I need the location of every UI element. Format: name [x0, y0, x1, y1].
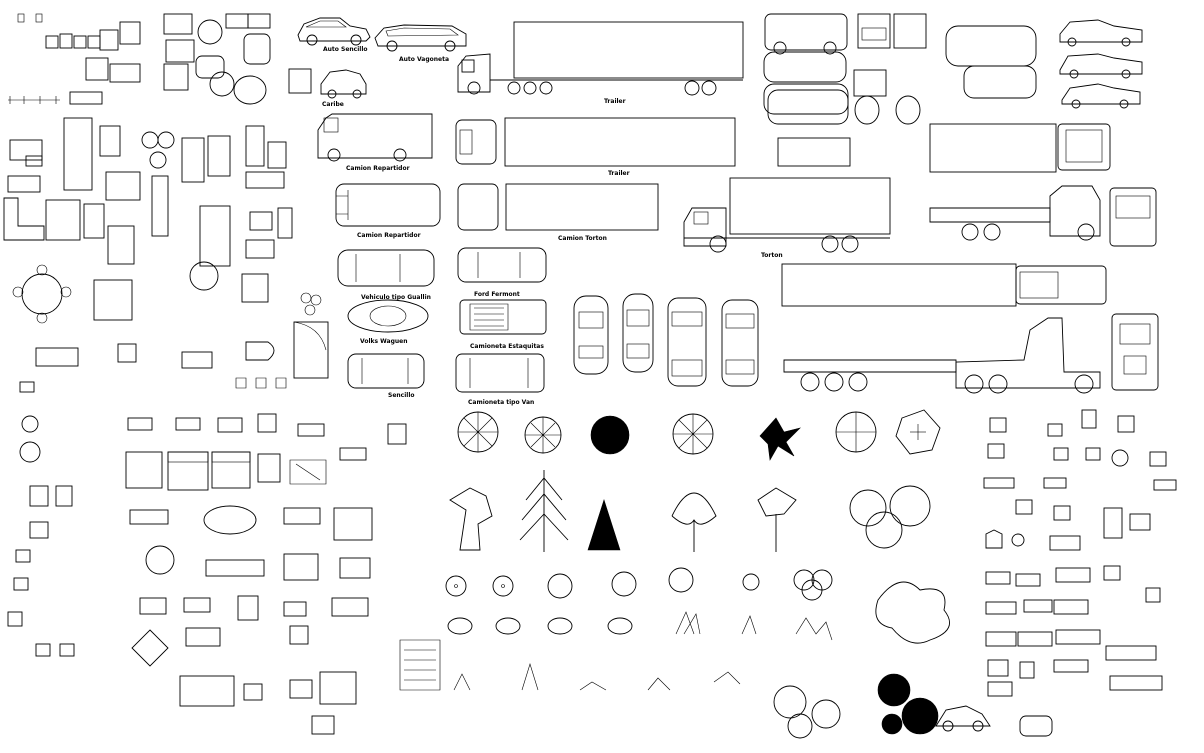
ford-fermont-label: Ford Fermont — [474, 291, 520, 298]
torton-side-block[interactable] — [683, 177, 891, 253]
right-furniture-column[interactable] — [983, 409, 1177, 697]
cars-plan-row[interactable] — [573, 293, 759, 387]
auto-sencillo-block[interactable] — [297, 17, 371, 46]
camioneta-van-block[interactable] — [455, 353, 545, 393]
vehiculo-guallin-block[interactable] — [337, 249, 435, 287]
volks-waguen-block[interactable] — [347, 299, 429, 333]
camion-torton-plan-block[interactable] — [457, 183, 659, 231]
tractor-trailer-right[interactable] — [781, 123, 1159, 394]
symbols-block[interactable] — [235, 377, 441, 691]
volks-waguen-label: Volks Waguen — [360, 338, 408, 345]
caribe-label: Caribe — [322, 101, 344, 108]
trees-plants-block[interactable] — [445, 409, 950, 739]
camioneta-van-label: Camioneta tipo Van — [468, 399, 534, 406]
auto-sencillo-label: Auto Sencillo — [323, 46, 368, 53]
auto-vagoneta-block[interactable] — [374, 24, 467, 52]
camion-repartidor-side-block[interactable] — [317, 113, 433, 162]
camion-repartidor-plan-block[interactable] — [335, 183, 441, 227]
vehiculo-guallin-label: Vehiculo tipo Guallin — [361, 294, 431, 301]
vans-top-right[interactable] — [763, 13, 1143, 167]
camioneta-estaquitas-label: Camioneta Estaquitas — [470, 343, 544, 350]
caribe-block[interactable] — [288, 68, 367, 99]
camion-repartidor-1-label: Camion Repartidor — [346, 165, 410, 172]
camioneta-estaquitas-block[interactable] — [459, 299, 547, 335]
furniture-left-area[interactable] — [3, 13, 329, 379]
beds-tables-block[interactable] — [125, 413, 407, 735]
left-column-blocks[interactable] — [7, 381, 75, 657]
sencillo-plan-block[interactable] — [347, 353, 425, 389]
camion-repartidor-2-label: Camion Repartidor — [357, 232, 421, 239]
torton-label: Torton — [761, 252, 783, 259]
trailer-1-label: Trailer — [604, 98, 626, 105]
vw-bottom-block[interactable] — [935, 705, 1053, 737]
trailer-plan-block[interactable] — [455, 117, 736, 167]
sencillo-label: Sencillo — [388, 392, 415, 399]
trailer-side-block[interactable] — [457, 21, 744, 96]
camion-torton-1-label: Camion Torton — [558, 235, 607, 242]
auto-vagoneta-label: Auto Vagoneta — [399, 56, 449, 63]
ford-fermont-block[interactable] — [457, 247, 547, 283]
trailer-2-label: Trailer — [608, 170, 630, 177]
